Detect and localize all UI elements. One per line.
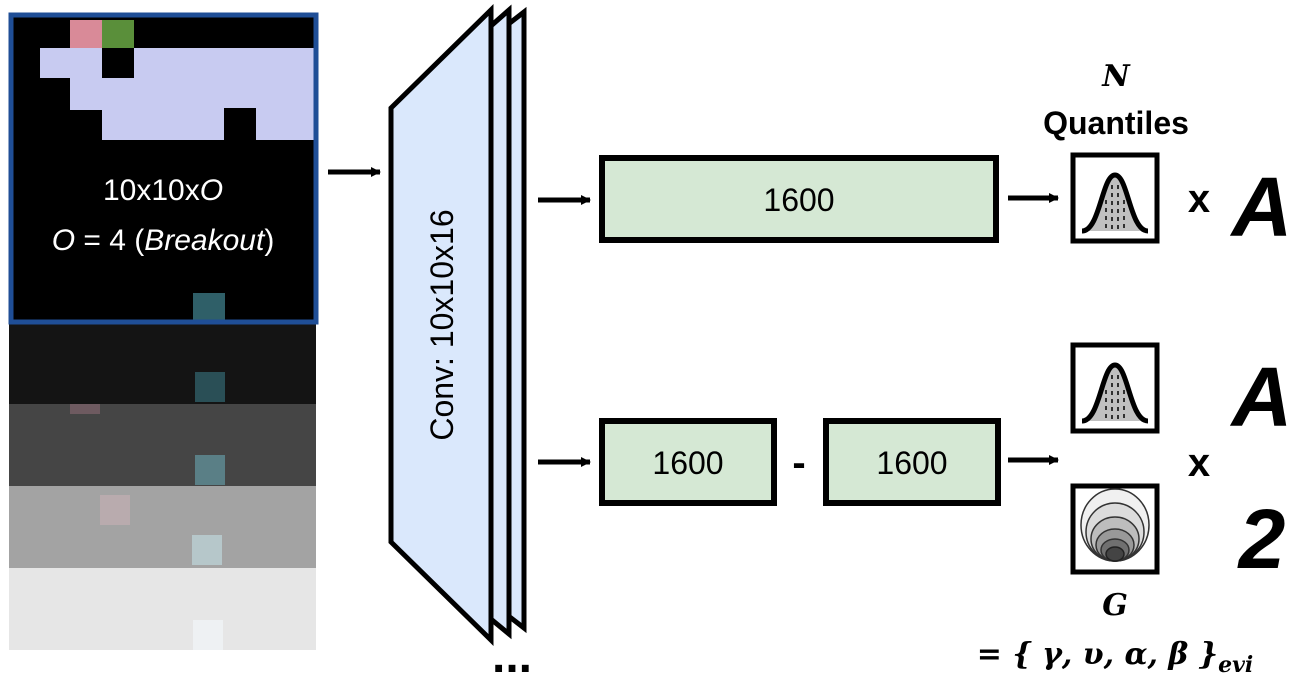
two-label: 2 — [1237, 492, 1286, 586]
bottom-dense-layer-1 — [599, 418, 777, 506]
bottom-dense-label-1: 1600 — [652, 445, 723, 481]
faded-frame-2 — [9, 404, 316, 486]
actions-var-top: A — [1230, 160, 1293, 254]
times-sign-bottom: x — [1188, 441, 1210, 485]
input-shape-label: 10x10xO — [103, 174, 223, 207]
bottom-dense-label-2: 1600 — [876, 445, 947, 481]
faded-ball-1 — [195, 372, 225, 402]
input-frame: 10x10xO O = 4 (Breakout) — [8, 12, 319, 325]
faded-ball-4 — [193, 620, 223, 650]
faded-ball-2 — [195, 455, 225, 485]
quantiles-label: Quantiles — [1043, 105, 1189, 141]
brick-wall — [40, 48, 316, 140]
dense-separator: - — [792, 441, 805, 485]
more-layers-ellipsis: ... — [492, 630, 532, 675]
g-definition: = { γ, υ, α, β }evi — [977, 637, 1254, 675]
quantile-distribution-icon — [1070, 152, 1160, 244]
frame-border — [8, 12, 319, 325]
faded-ball-3 — [192, 535, 222, 565]
g-var: G — [1102, 588, 1128, 623]
evidential-gaussian-icon — [1070, 483, 1160, 575]
conv-front-face — [388, 4, 494, 646]
observation-count-label: O = 4 (Breakout) — [52, 224, 275, 257]
ball — [193, 293, 225, 322]
faded-paddle-3 — [100, 495, 130, 525]
faded-frame-4 — [9, 568, 316, 650]
top-dense-layer — [599, 155, 999, 243]
top-dense-label: 1600 — [763, 182, 834, 218]
faded-frame-3 — [9, 486, 316, 568]
paddle-green — [102, 20, 134, 48]
times-sign-top: x — [1188, 177, 1210, 221]
paddle-pink — [70, 20, 102, 48]
conv-layer-stack: Conv: 10x10x16 — [388, 4, 527, 646]
quantiles-count-var: N — [1101, 59, 1131, 94]
conv-label: Conv: 10x10x16 — [424, 209, 460, 440]
actions-var-bottom: A — [1230, 350, 1293, 444]
faded-frames — [9, 322, 316, 650]
quantile-distribution-icon-2 — [1070, 342, 1160, 434]
faded-paddle-2 — [70, 404, 100, 414]
bottom-dense-layer-2 — [823, 418, 1001, 506]
faded-frame-1 — [9, 322, 316, 404]
